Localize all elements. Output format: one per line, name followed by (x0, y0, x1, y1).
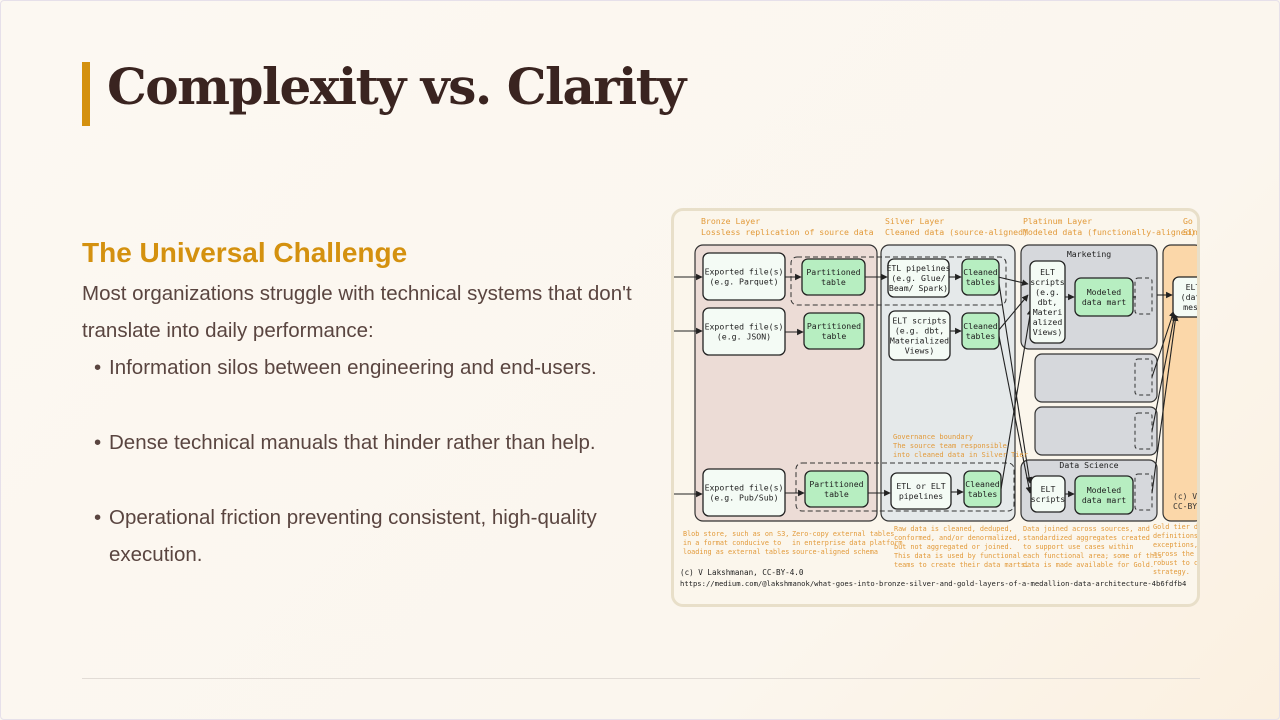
partitioned-table-2-box (803, 312, 865, 350)
exported-pubsub-box (702, 468, 786, 517)
intro-text: Most organizations struggle with technic… (82, 282, 632, 342)
diagram-credit: (c) V Lakshmanan, CC-BY-4.0 (680, 568, 804, 577)
exported-parquet-label: Exported file(s)(e.g. Parquet) (705, 267, 784, 287)
gold-elt-label: ELT(datamesh (1181, 282, 1197, 312)
partitioned-table-3-box (804, 470, 869, 508)
cleaned-tables-1-box (961, 258, 1000, 296)
silver-note: Raw data is cleaned, deduped,conformed, … (894, 525, 1029, 569)
data-science-label: Data Science (1059, 460, 1118, 470)
etl-or-elt-box (890, 472, 952, 510)
modeled-data-mart-2-box (1074, 475, 1134, 515)
marketing-elt-scripts-box (1029, 260, 1066, 344)
slide-title: Complexity vs. Clarity (107, 57, 686, 116)
title-accent-bar (82, 62, 90, 126)
modeled-data-mart-1-box (1074, 277, 1134, 317)
bullet-item: Information silos between engineering an… (94, 349, 654, 386)
etl-pipelines-box (887, 258, 950, 298)
diagram-url: https://medium.com/@lakshmanok/what-goes… (680, 579, 1186, 588)
bullet-list: Information silos between engineering an… (94, 349, 654, 611)
marketing-label: Marketing (1067, 249, 1111, 259)
exported-json-label: Exported file(s)(e.g. JSON) (705, 322, 784, 342)
bronze-note-1: Blob store, such as on S3,in a format co… (683, 530, 789, 556)
diagram-boxes (702, 252, 1197, 517)
bullet-item: Dense technical manuals that hinder rath… (94, 424, 654, 461)
exported-parquet-box (702, 252, 786, 301)
diagram-arrows (674, 273, 1179, 498)
gold-elt-box (1172, 276, 1197, 318)
data-science-elt-scripts-box (1030, 475, 1066, 513)
etl-pipelines-label: ETL pipelines(e.g. Glue/Beam/ Spark) (886, 263, 950, 293)
cleaned-tables-2-box (961, 312, 1000, 350)
exported-json-box (702, 307, 786, 356)
cleaned-tables-3-box (963, 470, 1002, 508)
gold-note: Gold tier datdefinitions (cexceptions, w… (1153, 523, 1197, 576)
elt-scripts-box (888, 310, 951, 361)
footer-divider (82, 678, 1200, 679)
bullet-item: Operational friction preventing consiste… (94, 499, 654, 573)
exported-pubsub-label: Exported file(s)(e.g. Pub/Sub) (705, 483, 784, 503)
partitioned-table-1-box (801, 258, 866, 296)
section-heading: The Universal Challenge (82, 237, 408, 268)
